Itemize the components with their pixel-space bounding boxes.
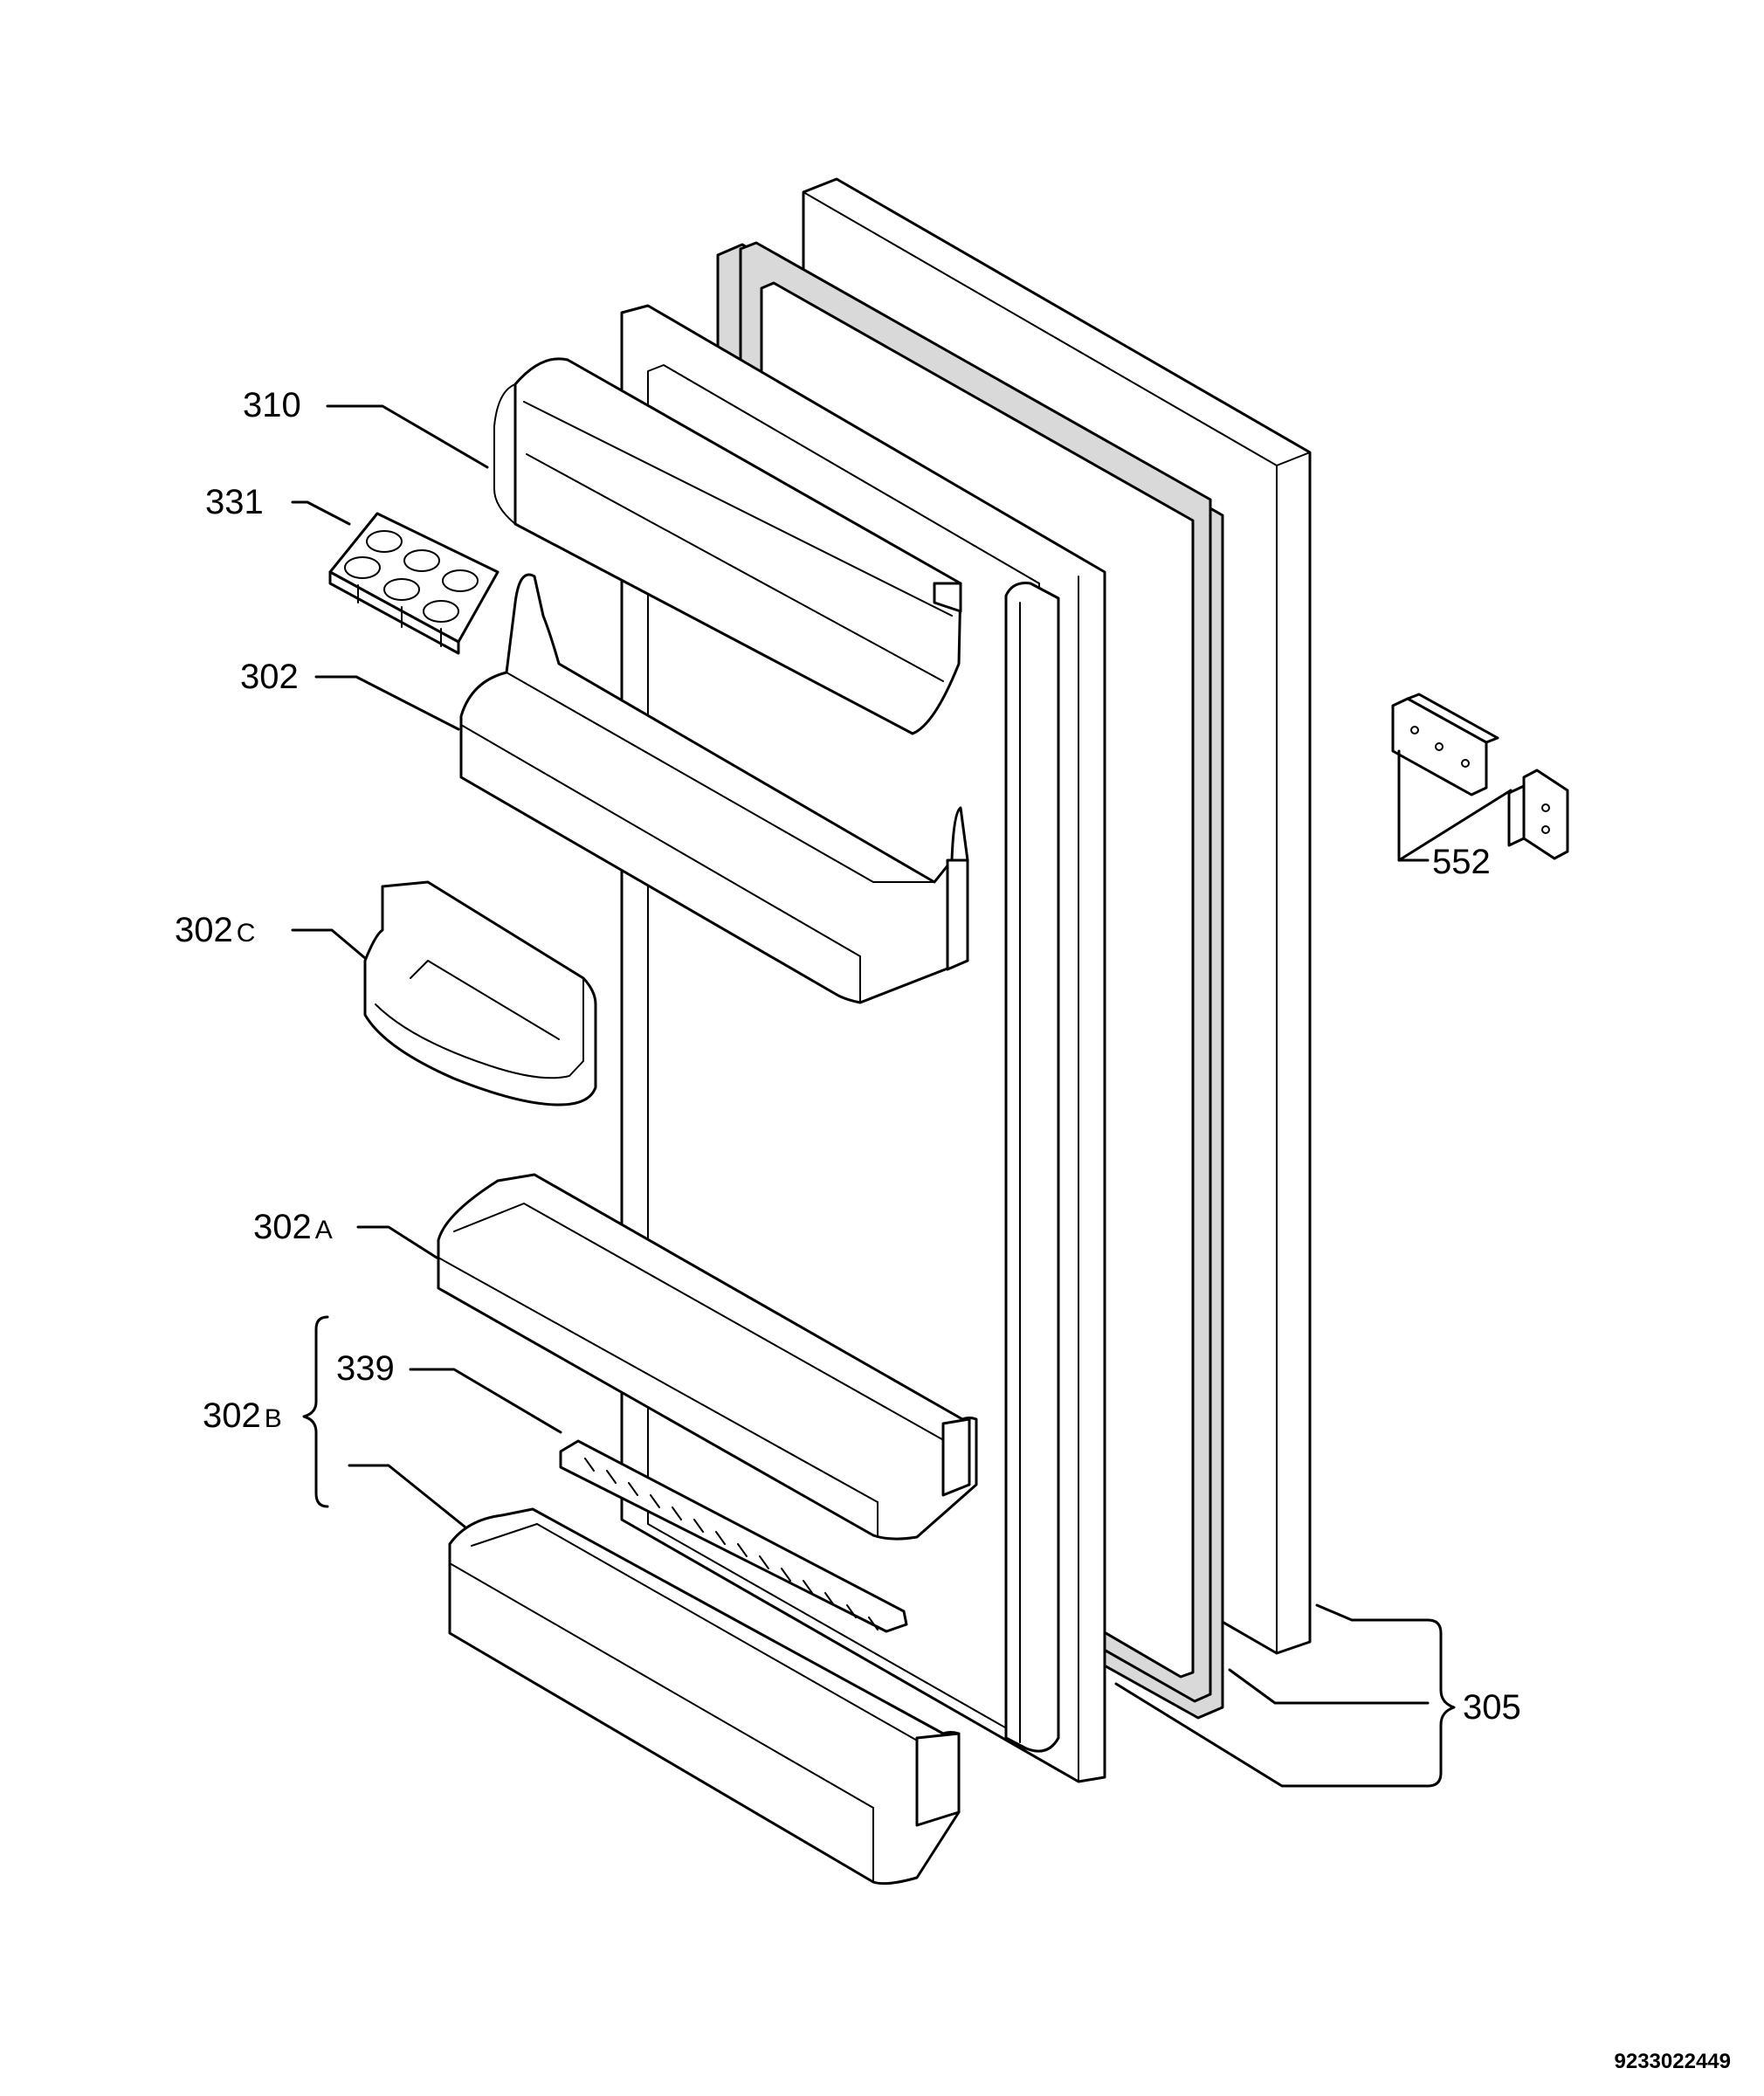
hinge-bracket	[1391, 693, 1499, 796]
callout-310: 310	[243, 386, 301, 424]
brace-302b	[302, 1315, 329, 1508]
part-339-retainer	[559, 1439, 908, 1633]
hinge-bracket-small	[1507, 769, 1569, 860]
callout-552: 552	[1432, 843, 1491, 881]
leader-lines	[291, 404, 1512, 1788]
part-302-shelf	[459, 573, 969, 1004]
document-id: 9233022449	[1615, 2050, 1731, 2073]
brace-305	[1426, 1618, 1456, 1788]
callout-331: 331	[205, 483, 264, 521]
callout-339: 339	[336, 1349, 395, 1388]
callout-305: 305	[1463, 1688, 1521, 1727]
part-310-flap	[493, 357, 962, 735]
part-331-egg-tray	[328, 512, 500, 655]
part-302c-tray	[363, 880, 597, 1107]
part-302b-shelf	[448, 1507, 961, 1886]
part-302a-shelf	[437, 1173, 978, 1541]
callout-302: 302	[240, 658, 299, 696]
